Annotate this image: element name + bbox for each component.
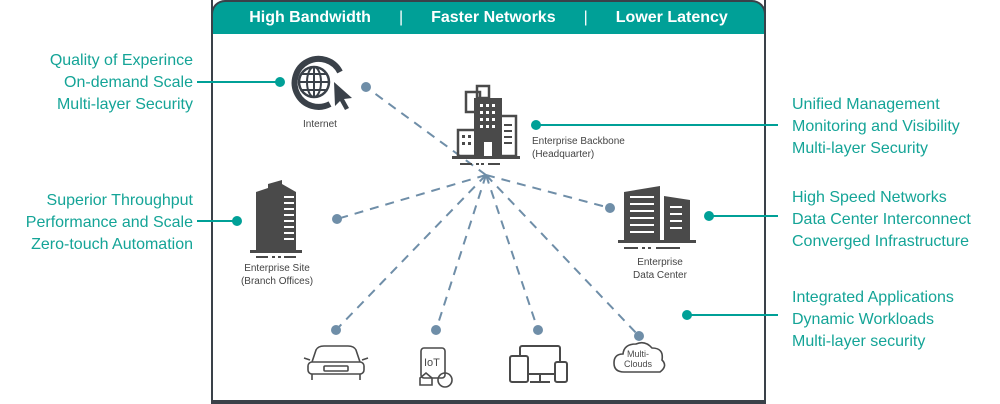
endpoint-devices <box>533 325 543 335</box>
callout-line: Zero-touch Automation <box>31 236 193 253</box>
callout-line: Converged Infrastructure <box>792 233 969 250</box>
link-iot <box>435 174 487 331</box>
car-icon <box>303 345 369 380</box>
callout-line: On-demand Scale <box>64 74 193 91</box>
connection-endpoints <box>331 82 644 341</box>
datacenter-label-line2: Data Center <box>633 270 687 281</box>
globe-cursor-icon <box>291 55 352 110</box>
link-devices <box>485 174 539 331</box>
callout-line: Integrated Applications <box>792 289 954 306</box>
callout-datacenter: High Speed Networks Data Center Intercon… <box>792 187 971 253</box>
backbone-label-line1: Enterprise Backbone <box>532 136 625 147</box>
callout-line: Quality of Experince <box>49 52 193 69</box>
devices-icon <box>509 345 568 383</box>
data-center-building-icon <box>618 186 696 249</box>
backbone-label: Enterprise Backbone (Headquarter) <box>532 135 625 161</box>
header-banner: High Bandwidth | Faster Networks | Lower… <box>211 0 766 34</box>
link-internet <box>365 86 487 176</box>
office-tower-icon <box>250 180 302 258</box>
iot-device-icon: IoT <box>419 347 453 388</box>
callout-line: Dynamic Workloads <box>792 311 934 328</box>
callout-line: Monitoring and Visibility <box>792 118 960 135</box>
callout-line: Unified Management <box>792 96 940 113</box>
callout-dots <box>232 77 714 320</box>
cloud-text-line2: Clouds <box>624 359 653 369</box>
callout-line: Multi-layer security <box>792 333 926 350</box>
internet-label: Internet <box>303 119 337 130</box>
branch-label-line2: (Branch Offices) <box>240 276 314 287</box>
callout-line: Multi-layer Security <box>792 140 929 157</box>
iot-text: IoT <box>424 357 440 369</box>
endpoint-cloud <box>634 331 644 341</box>
backbone-label-line2: (Headquarter) <box>532 149 595 160</box>
header-item-bandwidth: High Bandwidth <box>249 9 371 26</box>
callout-cloud: Integrated Applications Dynamic Workload… <box>792 287 954 353</box>
callout-connectors <box>197 81 778 316</box>
callout-line: High Speed Networks <box>792 189 947 206</box>
header-item-latency: Lower Latency <box>615 9 728 26</box>
branch-label-line1: Enterprise Site <box>244 263 310 274</box>
endpoint-iot <box>431 325 441 335</box>
callout-branch: Superior Throughput Performance and Scal… <box>26 190 193 256</box>
link-car <box>335 174 487 331</box>
endpoint-datacenter <box>605 203 615 213</box>
office-buildings-icon <box>452 84 520 165</box>
callout-line: Data Center Interconnect <box>792 211 971 228</box>
datacenter-label-line1: Enterprise <box>637 257 683 268</box>
branch-label: Enterprise Site (Branch Offices) <box>234 262 320 288</box>
cloud-text-line1: Multi- <box>627 349 649 359</box>
datacenter-label: Enterprise Data Center <box>622 256 698 282</box>
callout-line: Superior Throughput <box>46 192 193 209</box>
endpoint-car <box>331 325 341 335</box>
header-separator: | <box>398 9 404 26</box>
link-datacenter <box>485 174 611 209</box>
cloud-icon: Multi- Clouds <box>613 341 666 373</box>
callout-backbone: Unified Management Monitoring and Visibi… <box>792 94 960 160</box>
header-item-networks: Faster Networks <box>431 9 556 26</box>
callout-line: Performance and Scale <box>25 214 193 231</box>
link-branch <box>336 174 487 220</box>
callout-line: Multi-layer Security <box>56 96 193 113</box>
connection-lines <box>335 86 640 337</box>
header-separator: | <box>583 9 588 26</box>
endpoint-branch <box>332 214 342 224</box>
endpoint-internet <box>361 82 371 92</box>
callout-internet: Quality of Experince On-demand Scale Mul… <box>50 50 193 116</box>
frame-bottom <box>211 400 766 404</box>
link-cloud <box>485 174 640 337</box>
